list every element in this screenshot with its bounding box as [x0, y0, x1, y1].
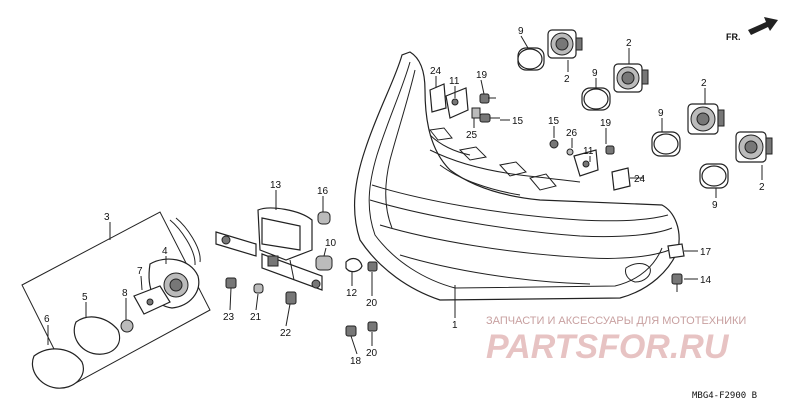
callout-26: 26	[566, 128, 578, 139]
callout-13: 13	[270, 180, 282, 191]
callout-15: 15	[512, 116, 524, 127]
callout-numbers: 9 2 2 9 2 9 2 9 24 11 19 25 15 15 26 19 …	[44, 26, 765, 367]
callout-23: 23	[223, 312, 235, 323]
callout-9: 9	[592, 68, 598, 79]
watermark-logo: PARTSFOR.RU	[486, 328, 730, 366]
callout-20: 20	[366, 298, 378, 309]
center-hardware	[225, 257, 378, 337]
callout-2: 2	[564, 74, 570, 85]
front-direction-indicator: FR.	[726, 17, 778, 42]
upper-bracket-right	[549, 139, 631, 191]
callout-19: 19	[476, 70, 488, 81]
callout-2: 2	[759, 182, 765, 193]
callout-6: 6	[44, 314, 50, 325]
callout-14: 14	[700, 275, 712, 286]
bulb-socket-4	[699, 131, 773, 189]
callout-19: 19	[600, 118, 612, 129]
bulb-socket-3	[651, 103, 725, 157]
diagram-code: MBG4-F2900 B	[692, 391, 757, 401]
callout-10: 10	[325, 238, 337, 249]
right-hardware	[667, 243, 685, 292]
callout-2: 2	[626, 38, 632, 49]
callout-20: 20	[366, 348, 378, 359]
callout-9: 9	[712, 200, 718, 211]
callout-24: 24	[430, 66, 442, 77]
callout-9: 9	[658, 108, 664, 119]
callout-4: 4	[162, 246, 168, 257]
watermark: ЗАПЧАСТИ И АКСЕССУАРЫ ДЛЯ МОТОТЕХНИКИ PA…	[486, 315, 746, 366]
callout-12: 12	[346, 288, 358, 299]
upper-bracket-left	[429, 83, 500, 123]
front-arrow-icon	[748, 17, 778, 35]
orientation-label: FR.	[726, 32, 741, 42]
rear-reflector-assembly	[21, 211, 211, 389]
callout-17: 17	[700, 247, 712, 258]
bulb-socket-1	[517, 29, 583, 71]
callout-11: 11	[583, 146, 594, 157]
license-bracket	[215, 207, 323, 305]
callout-18: 18	[350, 356, 362, 367]
bulb-socket-2	[581, 63, 649, 111]
callout-5: 5	[82, 292, 88, 303]
callout-9: 9	[518, 26, 524, 37]
callout-21: 21	[250, 312, 262, 323]
callout-15: 15	[548, 116, 560, 127]
callout-22: 22	[280, 328, 292, 339]
callout-7: 7	[137, 266, 143, 277]
callout-1: 1	[452, 320, 458, 331]
callout-24: 24	[634, 174, 646, 185]
callout-11: 11	[449, 76, 460, 87]
callout-2: 2	[701, 78, 707, 89]
leader-lines	[47, 35, 763, 355]
callout-8: 8	[122, 288, 128, 299]
bulb-socket-group	[517, 29, 773, 189]
callout-25: 25	[466, 130, 478, 141]
callout-3: 3	[104, 212, 110, 223]
watermark-tagline: ЗАПЧАСТИ И АКСЕССУАРЫ ДЛЯ МОТОТЕХНИКИ	[486, 315, 746, 327]
callout-16: 16	[317, 186, 329, 197]
